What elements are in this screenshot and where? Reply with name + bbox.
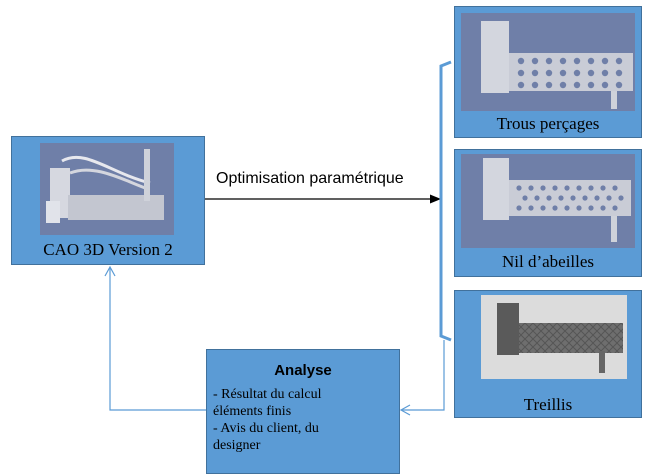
treillis-render-image [481,295,627,379]
feedback-line-to-analyse [402,340,445,411]
cao-caption: CAO 3D Version 2 [43,240,173,259]
variants-bracket [439,60,452,342]
feedback-arrowhead-analyse [399,404,411,416]
treillis-part-drawing [497,303,623,373]
nid-part-drawing [483,158,631,242]
analyse-title: Analyse [274,362,332,379]
analyse-line-1: - Résultat du calcul [213,387,322,402]
node-cao-3d-version-2: CAO 3D Version 2 [11,136,205,265]
optimisation-arrow-head [430,194,441,204]
analyse-line-4: designer [213,438,261,453]
treillis-caption: Treillis [523,395,573,414]
node-trous-percages: Trous perçages [454,6,642,138]
trous-part-drawing [481,21,633,109]
return-arrowhead-cao [104,265,116,277]
analyse-line-3: - Avis du client, du [213,421,319,436]
analyse-line-2: éléments finis [213,404,292,419]
optimisation-parametrique-label: Optimisation paramétrique [216,170,404,187]
trous-render-image [461,13,635,111]
return-line-to-cao [109,268,206,411]
node-treillis: Treillis [454,290,642,418]
node-analyse: Analyse - Résultat du calcul éléments fi… [206,349,400,474]
node-nid-d-abeilles: Nil d’abeilles [454,149,642,277]
nid-caption: Nil d’abeilles [501,252,595,271]
cao-part-drawing [46,149,164,223]
nid-render-image [461,154,635,248]
trous-caption: Trous perçages [496,114,600,133]
cao-render-image [40,143,174,235]
